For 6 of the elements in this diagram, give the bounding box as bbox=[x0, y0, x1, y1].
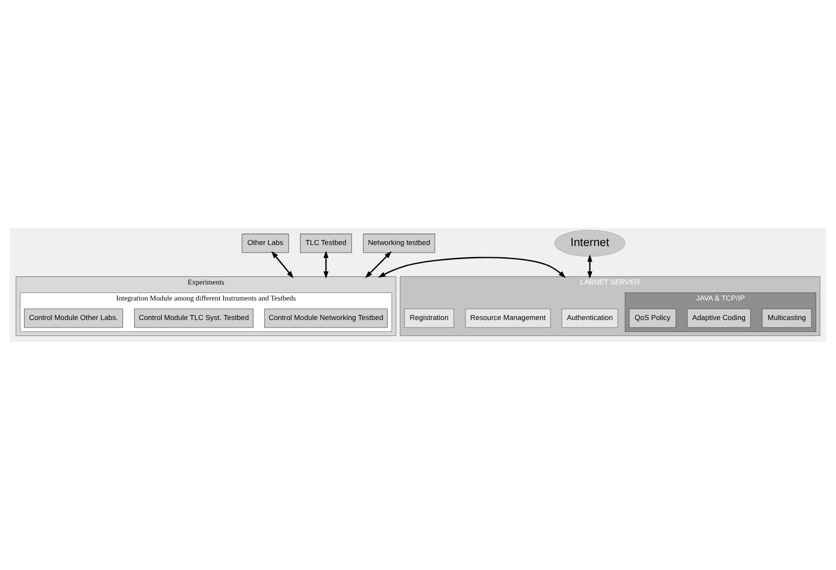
arrow bbox=[365, 251, 392, 278]
arrow bbox=[587, 254, 592, 279]
arrow bbox=[378, 256, 566, 278]
node-ellipse: Internet bbox=[554, 230, 626, 257]
arrow bbox=[323, 250, 329, 279]
arrow bbox=[271, 251, 294, 278]
